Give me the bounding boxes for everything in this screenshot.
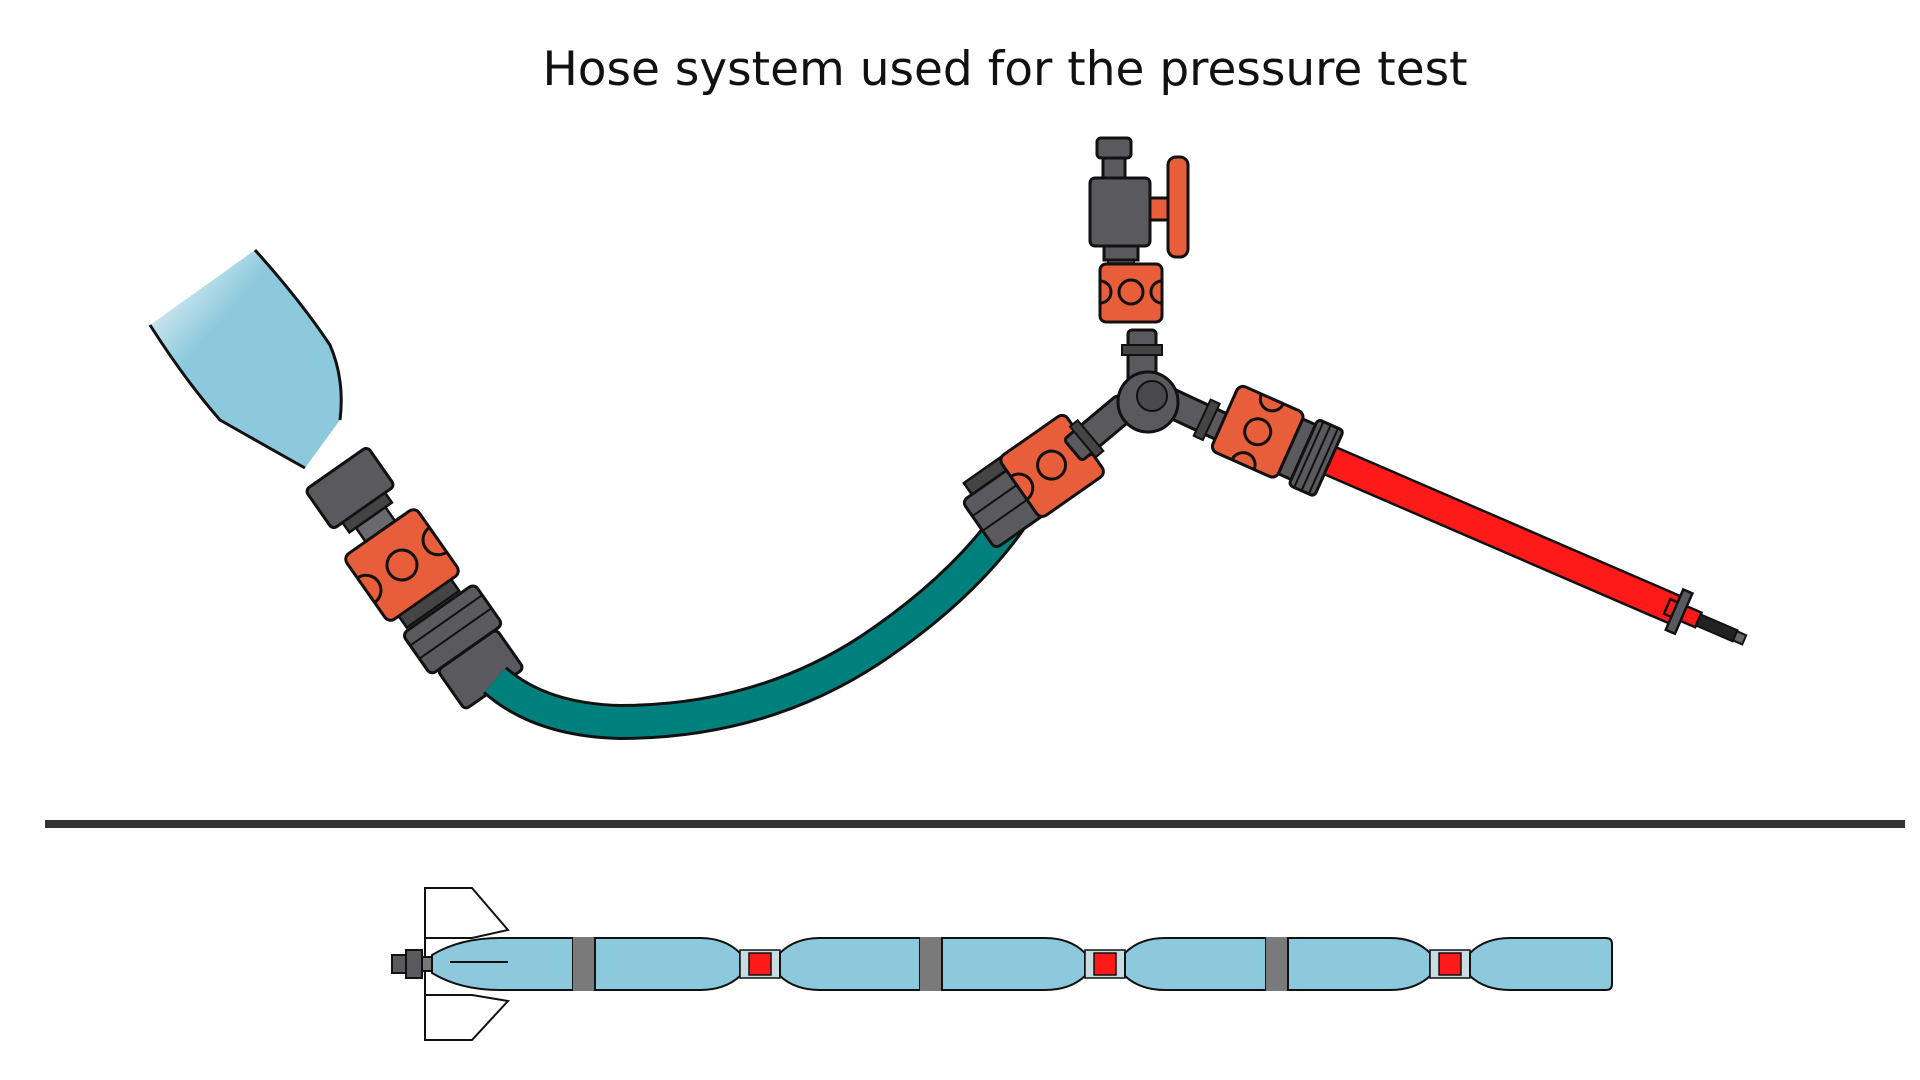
- quick-connector-bottle: [344, 508, 461, 630]
- quick-connector-valve: [1098, 262, 1164, 324]
- hose-coupling-left: [403, 584, 524, 710]
- coupling-red-1: [748, 952, 772, 976]
- diagram-title: Hose system used for the pressure test: [542, 42, 1468, 97]
- segment-band-3: [1266, 937, 1288, 991]
- quick-connector-right: [1210, 384, 1344, 497]
- pressure-hose: [1303, 437, 1687, 627]
- rocket-nozzle: [391, 954, 407, 974]
- y-splitter: [1064, 328, 1231, 461]
- rocket-assembly: [391, 887, 1613, 1041]
- coupling-red-2: [1093, 952, 1117, 976]
- segment-band-2: [920, 937, 942, 991]
- bottle-neck: [148, 248, 343, 470]
- garden-hose: [483, 509, 1025, 741]
- pressure-hose-nozzle: [1662, 587, 1748, 646]
- shutoff-valve: [1088, 136, 1190, 267]
- coupling-red-3: [1438, 952, 1462, 976]
- rocket-fins: [424, 887, 510, 939]
- segment-band-1: [573, 937, 595, 991]
